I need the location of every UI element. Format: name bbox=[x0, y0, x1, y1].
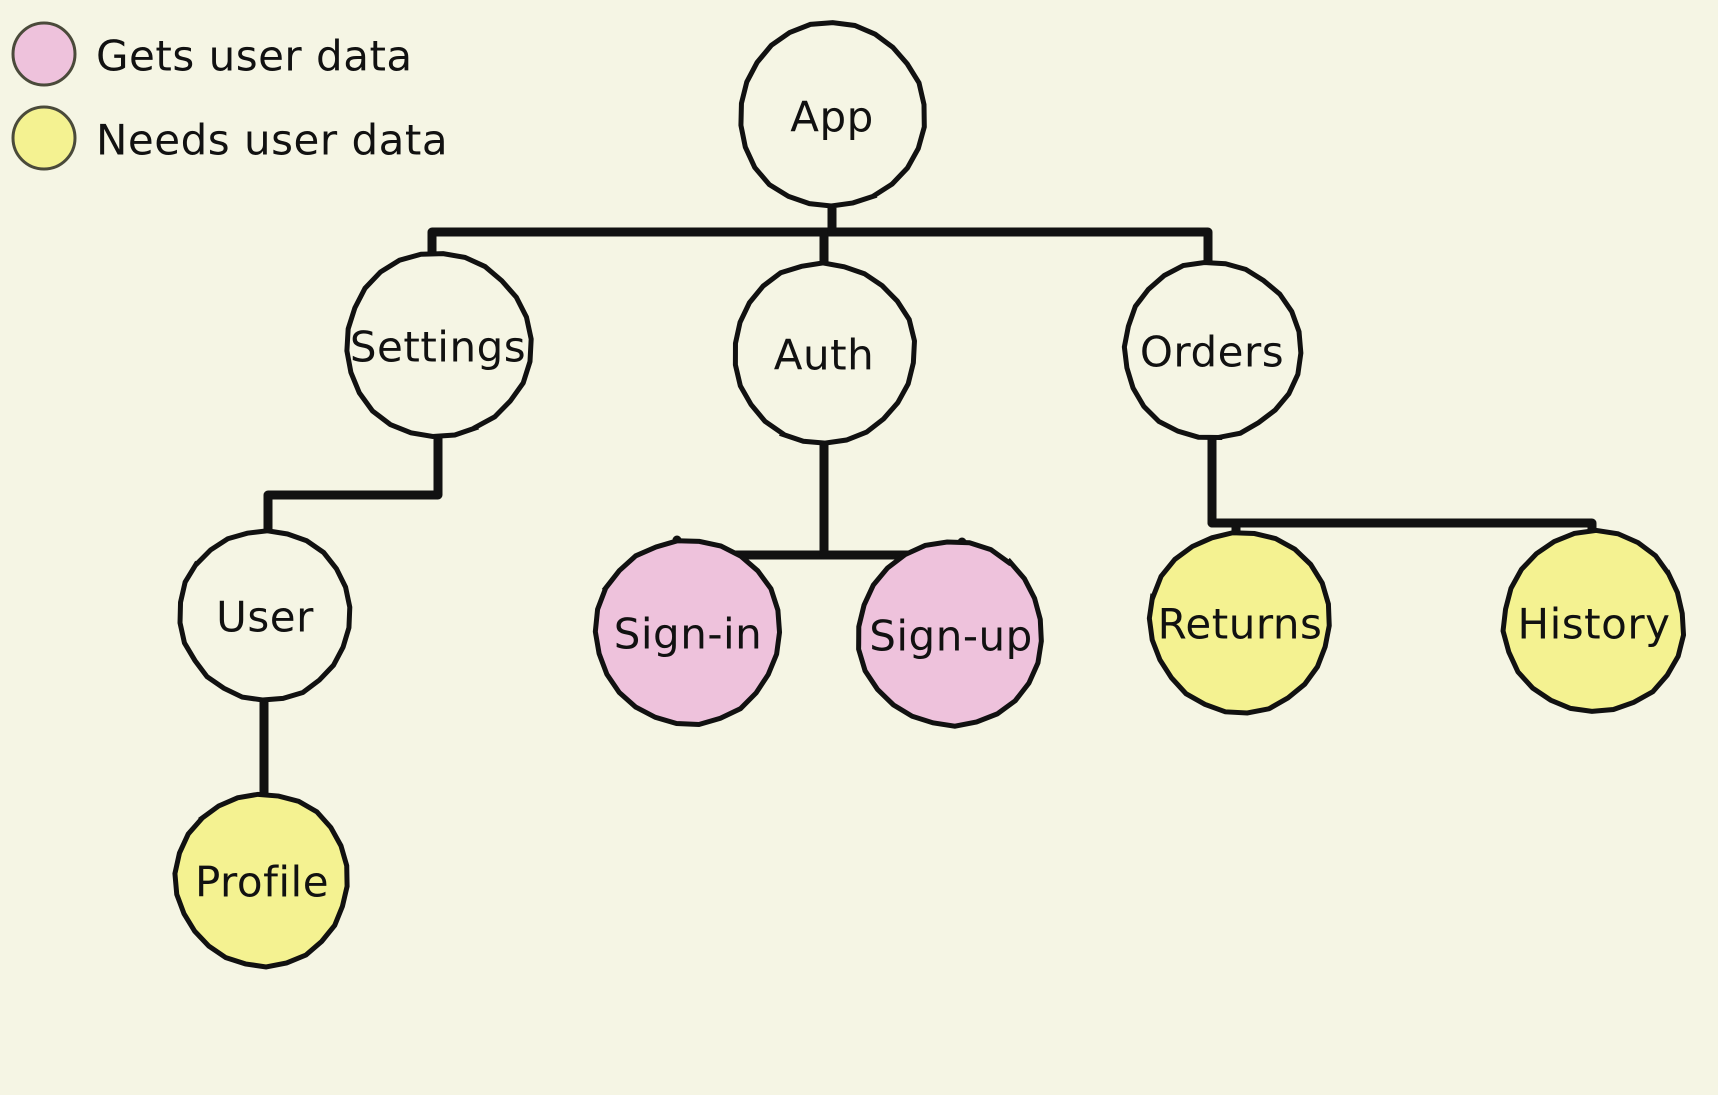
node-auth-fill bbox=[733, 263, 913, 443]
node-settings[interactable]: Settings bbox=[344, 251, 534, 440]
node-app-label: App bbox=[790, 93, 874, 142]
node-user-label: User bbox=[216, 593, 314, 642]
node-profile-label: Profile bbox=[195, 858, 329, 907]
node-history-fill bbox=[1504, 531, 1685, 711]
node-settings-fill bbox=[345, 253, 529, 437]
legend-label-gets: Gets user data bbox=[96, 32, 413, 81]
node-orders[interactable]: Orders bbox=[1121, 259, 1304, 441]
legend-swatch-gets-icon bbox=[11, 21, 77, 87]
node-app-fill bbox=[739, 23, 924, 208]
node-auth[interactable]: Auth bbox=[732, 260, 917, 446]
edge-app-to-settings bbox=[427, 202, 837, 258]
node-user-outline bbox=[177, 528, 353, 703]
node-signin-fill bbox=[594, 540, 780, 724]
node-signup-fill bbox=[858, 543, 1043, 727]
node-auth-label: Auth bbox=[774, 331, 874, 380]
node-orders-fill bbox=[1124, 261, 1301, 438]
node-orders-label: Orders bbox=[1140, 328, 1284, 377]
node-profile[interactable]: Profile bbox=[172, 791, 350, 970]
legend-item-needs: Needs user data bbox=[11, 105, 448, 171]
node-signup-label: Sign-up bbox=[869, 612, 1033, 661]
node-signin-outline bbox=[592, 538, 783, 728]
legend-swatch-needs-icon bbox=[11, 105, 77, 171]
edge-settings-to-user bbox=[263, 432, 443, 535]
edge-orders-to-returns bbox=[1207, 433, 1241, 537]
node-signin-label: Sign-in bbox=[614, 610, 763, 659]
node-profile-outline bbox=[172, 791, 350, 970]
node-settings-outline bbox=[344, 251, 534, 440]
legend-item-gets: Gets user data bbox=[11, 21, 413, 87]
edge-auth-to-signin bbox=[672, 438, 829, 560]
node-user-fill bbox=[179, 530, 350, 701]
node-profile-fill bbox=[176, 794, 350, 966]
node-returns[interactable]: Returns bbox=[1146, 530, 1332, 716]
edge-app-to-orders bbox=[827, 227, 1213, 267]
node-auth-outline bbox=[732, 260, 917, 446]
node-signup[interactable]: Sign-up bbox=[856, 539, 1044, 729]
node-user[interactable]: User bbox=[177, 528, 353, 703]
node-history[interactable]: History bbox=[1500, 527, 1687, 714]
legend-label-needs: Needs user data bbox=[96, 116, 448, 165]
edge-orders-to-history bbox=[1207, 518, 1597, 537]
node-returns-fill bbox=[1149, 531, 1330, 712]
node-returns-outline bbox=[1146, 530, 1332, 716]
node-signin[interactable]: Sign-in bbox=[592, 538, 783, 728]
node-settings-label: Settings bbox=[350, 323, 526, 372]
node-history-outline bbox=[1500, 527, 1687, 714]
node-history-label: History bbox=[1518, 600, 1671, 649]
node-app-outline bbox=[738, 20, 927, 209]
node-orders-outline bbox=[1121, 259, 1304, 441]
node-signup-outline bbox=[856, 539, 1044, 729]
node-returns-label: Returns bbox=[1158, 600, 1323, 649]
node-app[interactable]: App bbox=[738, 20, 927, 209]
